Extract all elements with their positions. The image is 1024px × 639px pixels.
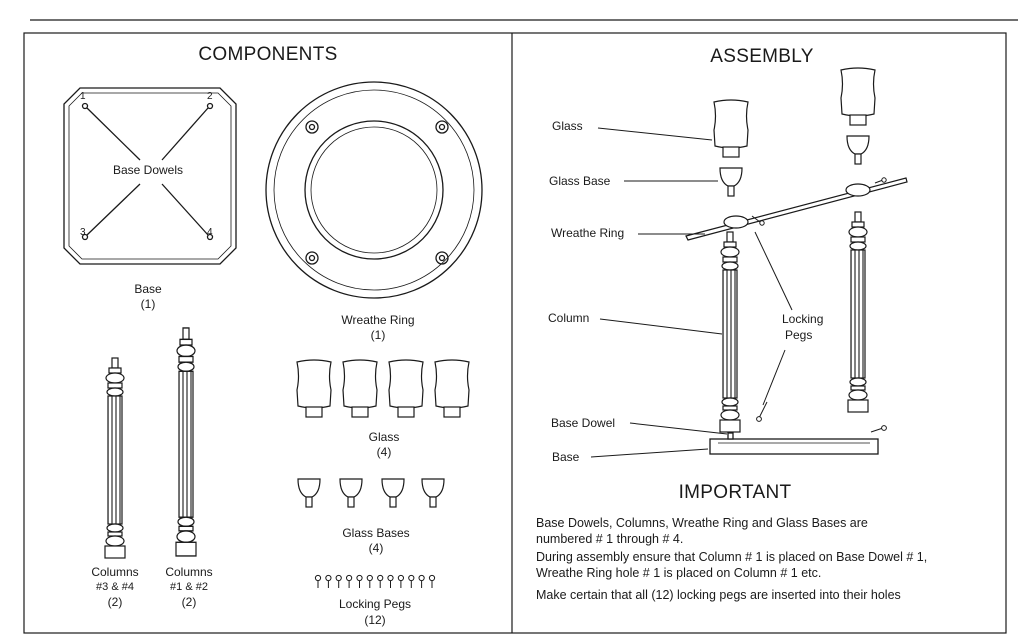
- assembly-column-1: [719, 231, 741, 433]
- base-hole-4-number: 4: [207, 227, 213, 238]
- wreathe-ring-drawing: [265, 81, 483, 299]
- locking-peg-item: [387, 574, 394, 589]
- assembly-column-2: [847, 211, 869, 413]
- important-line-3: During assembly ensure that Column # 1 i…: [536, 550, 928, 564]
- important-line-4: Wreathe Ring hole # 1 is placed on Colum…: [536, 566, 822, 580]
- locking-peg-item: [397, 574, 404, 589]
- base-drawing: [63, 87, 237, 265]
- glass-item: [434, 359, 470, 418]
- locking-pegs-qty: (12): [364, 613, 386, 627]
- locking-peg-item: [408, 574, 415, 589]
- glass-row: [296, 359, 470, 418]
- columns-1-2-drawing: [175, 327, 197, 557]
- callout-wreathe-ring: Wreathe Ring: [551, 226, 625, 240]
- important-line-1: Base Dowels, Columns, Wreathe Ring and G…: [536, 516, 868, 530]
- locking-peg-item: [366, 574, 373, 589]
- assembly-base: [709, 432, 879, 455]
- locking-peg-item: [356, 574, 363, 589]
- glass-name: Glass: [368, 430, 400, 444]
- callout-base-dowel: Base Dowel: [551, 416, 616, 430]
- wreathe-ring-qty: (1): [370, 328, 386, 342]
- glass-bases-qty: (4): [368, 541, 384, 555]
- columns-3-4-numbers: #3 & #4: [96, 581, 134, 593]
- locking-peg-item: [377, 574, 384, 589]
- columns-1-2-numbers: #1 & #2: [170, 581, 208, 593]
- locking-pegs-name: Locking Pegs: [338, 597, 412, 611]
- wreathe-ring-name: Wreathe Ring: [341, 313, 415, 327]
- callout-locking-line1: Locking: [782, 312, 824, 326]
- assembly-wreathe-ring: [685, 177, 908, 241]
- locking-peg-item: [325, 574, 332, 589]
- assembly-glass-2: [840, 67, 876, 165]
- sheet-frame: [23, 19, 1018, 634]
- assembly-pegs: [751, 177, 887, 433]
- base-name: Base: [134, 282, 162, 296]
- locking-peg-item: [314, 574, 322, 589]
- glass-bases-row: [297, 478, 445, 508]
- assembly-leader-lines: [590, 127, 793, 458]
- glass-base-item: [297, 478, 321, 508]
- glass-base-item: [381, 478, 405, 508]
- glass-bases-name: Glass Bases: [342, 526, 410, 540]
- glass-item: [388, 359, 424, 418]
- important-heading: IMPORTANT: [678, 482, 792, 503]
- base-hole-1-number: 1: [80, 91, 86, 102]
- columns-1-2-qty: (2): [181, 595, 197, 609]
- callout-glass-base: Glass Base: [549, 174, 611, 188]
- glass-base-item: [421, 478, 445, 508]
- callout-glass: Glass: [552, 119, 583, 133]
- base-dowels-label: Base Dowels: [112, 163, 184, 177]
- callout-base: Base: [552, 450, 580, 464]
- base-hole-2-number: 2: [207, 91, 213, 102]
- glass-base-item: [339, 478, 363, 508]
- assembly-heading: ASSEMBLY: [710, 46, 814, 67]
- base-qty: (1): [140, 297, 156, 311]
- glass-item: [296, 359, 332, 418]
- important-line-5: Make certain that all (12) locking pegs …: [536, 588, 901, 602]
- columns-3-4-qty: (2): [107, 595, 123, 609]
- locking-peg-item: [346, 574, 353, 589]
- columns-3-4-drawing: [104, 357, 126, 559]
- glass-qty: (4): [376, 445, 392, 459]
- important-line-2: numbered # 1 through # 4.: [536, 532, 684, 546]
- callout-locking-line2: Pegs: [785, 328, 813, 342]
- locking-peg-item: [418, 574, 425, 589]
- locking-peg-item: [335, 574, 342, 589]
- base-hole-3-number: 3: [80, 227, 86, 238]
- callout-column: Column: [548, 311, 590, 325]
- components-heading: COMPONENTS: [198, 44, 338, 65]
- locking-pegs-row: [314, 574, 436, 589]
- columns-1-2-name: Columns: [165, 565, 213, 579]
- locking-peg-item: [428, 574, 436, 589]
- columns-3-4-name: Columns: [91, 565, 139, 579]
- assembly-glass-1: [713, 99, 749, 197]
- glass-item: [342, 359, 378, 418]
